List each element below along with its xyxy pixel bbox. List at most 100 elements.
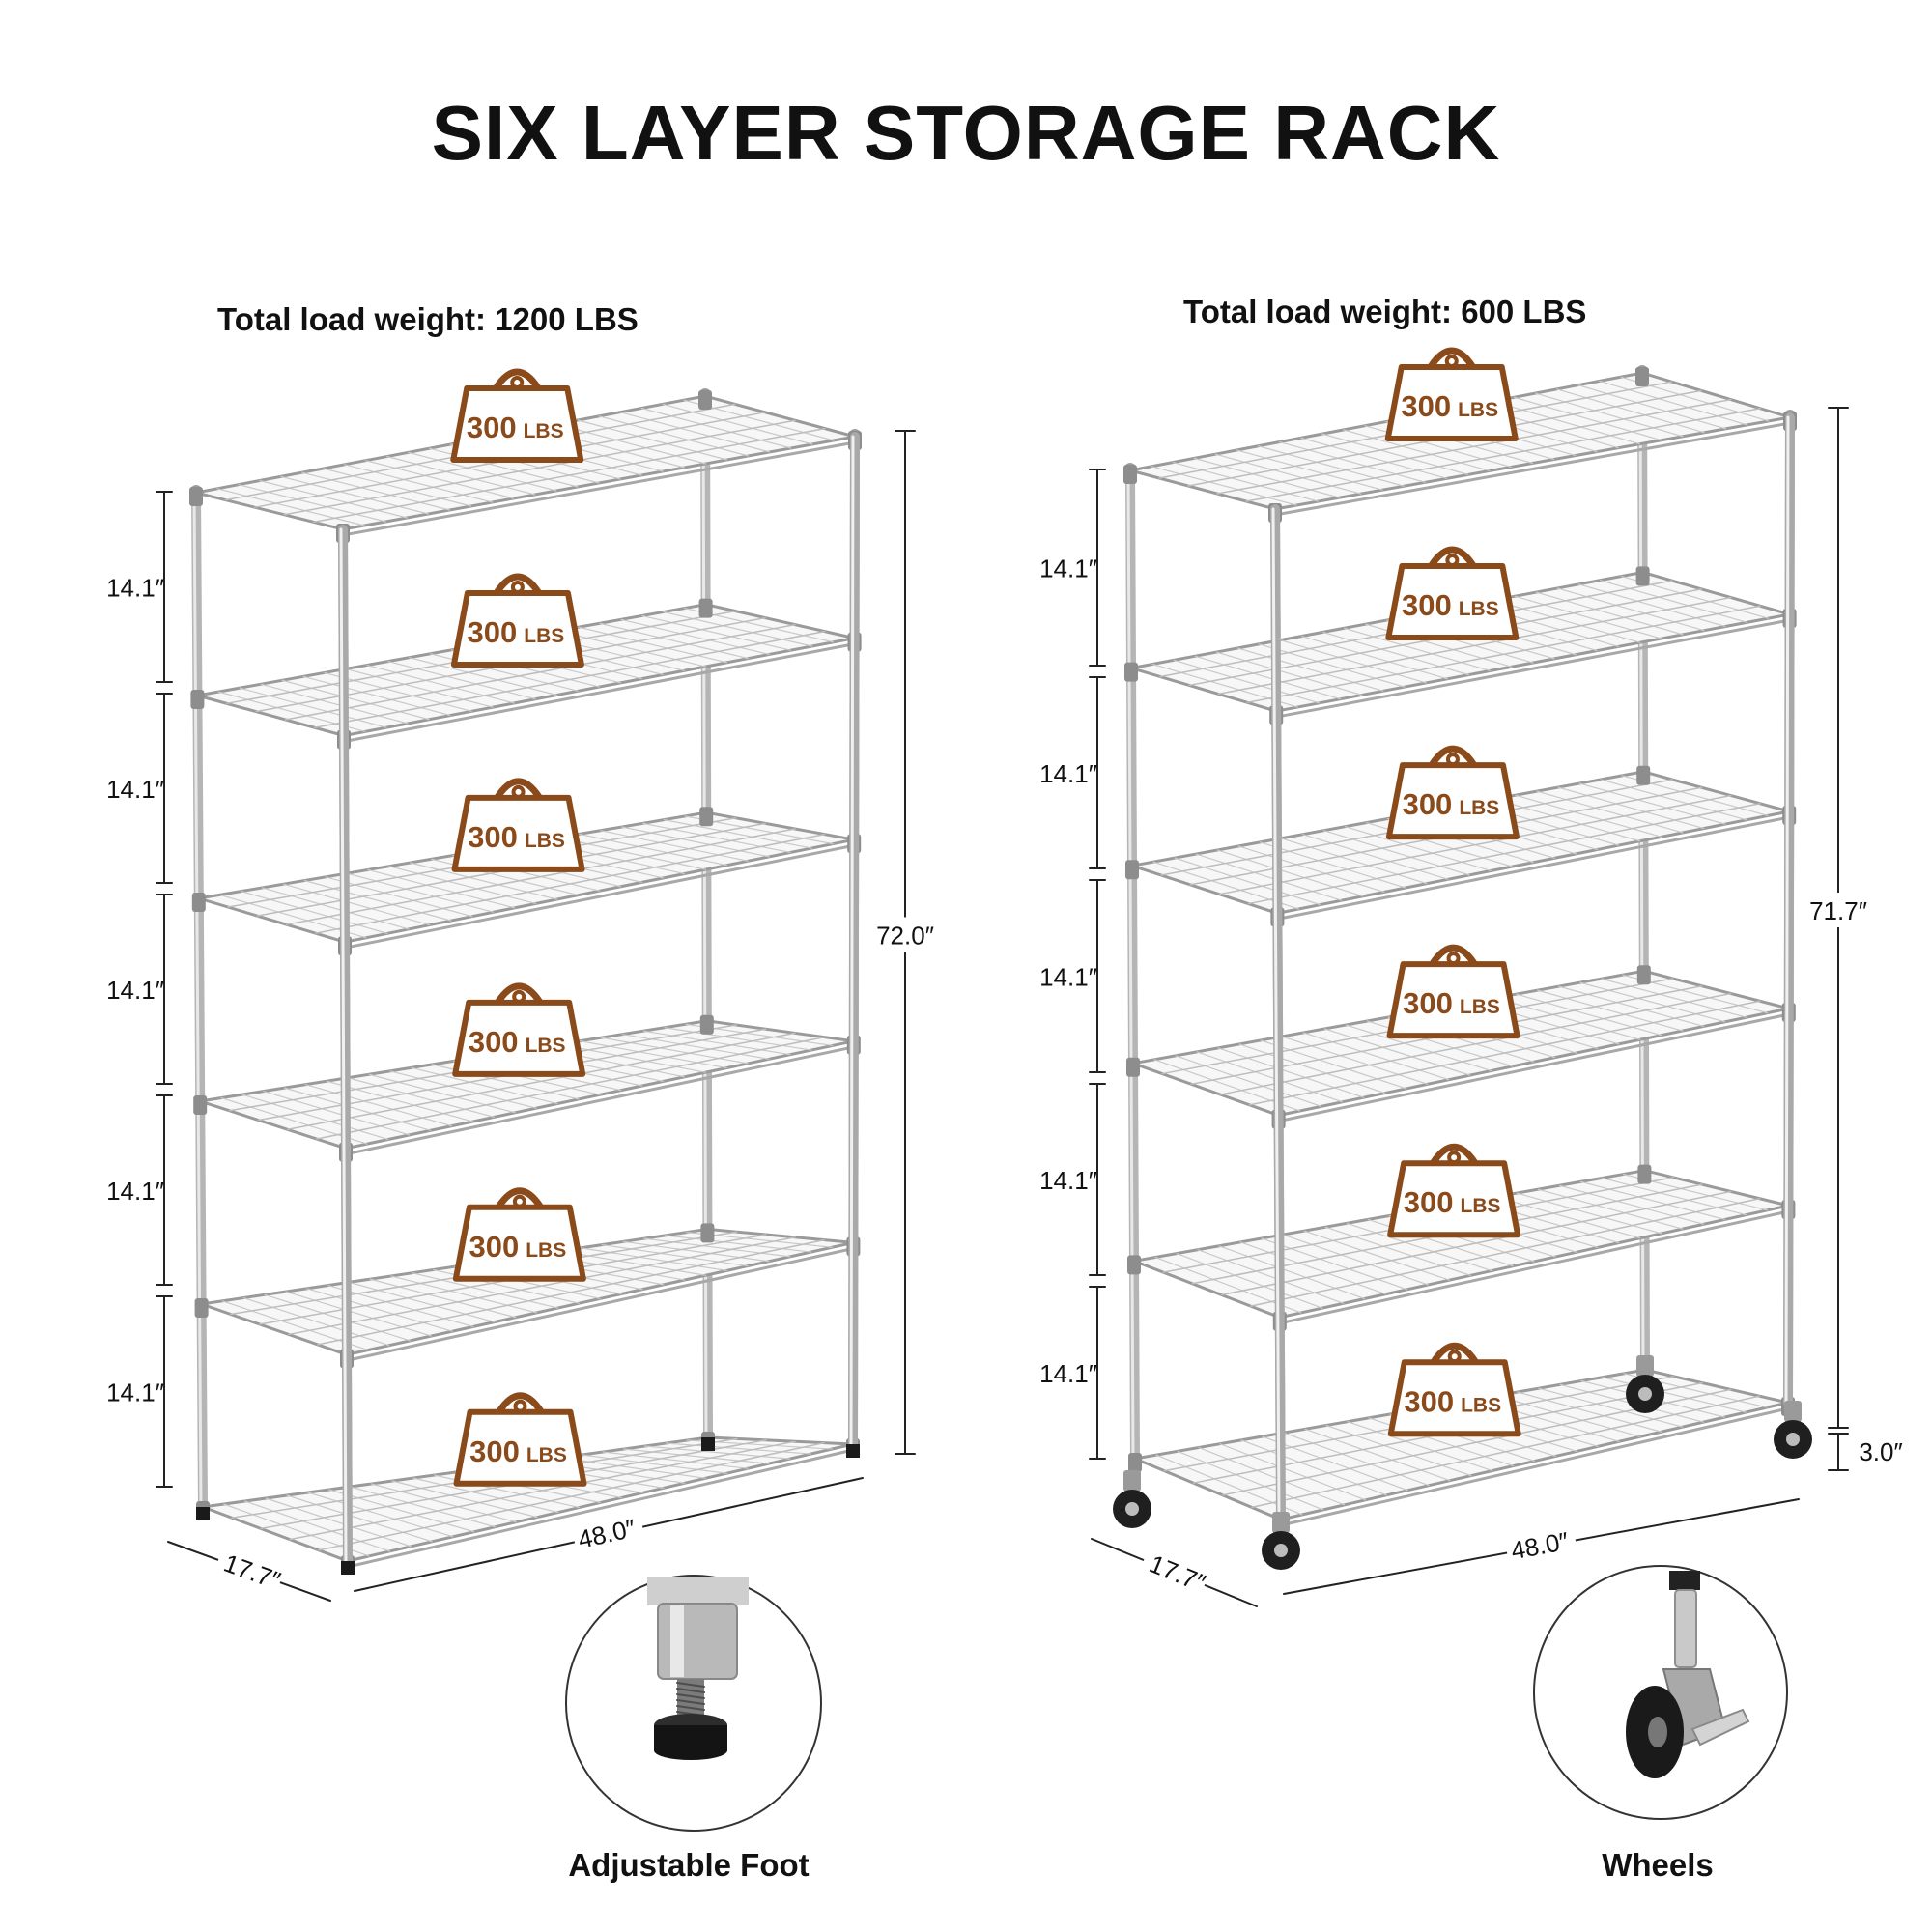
shelf-wire [242, 1296, 390, 1347]
front-post-highlight-fl [339, 527, 348, 1563]
shelf-front-lip [1277, 1012, 1791, 1123]
adjustable-foot-caption: Adjustable Foot [568, 1847, 810, 1883]
post-highlight-bl [192, 491, 203, 1509]
shelf-2 [1124, 566, 1797, 725]
post-collar [1123, 465, 1137, 484]
height-label-bg [872, 917, 938, 952]
weight-badge-body [452, 1204, 586, 1282]
caster-hub-icon [1648, 1717, 1667, 1747]
shelf-support-wire [1246, 605, 1761, 704]
shelf-wire [642, 1030, 791, 1056]
depth-label-bg [213, 1540, 288, 1594]
weight-badge-body [1384, 364, 1519, 441]
shelf-front-lip [1278, 1209, 1790, 1325]
shelf-wire [286, 1494, 433, 1543]
wheels-caption: Wheels [1602, 1847, 1714, 1883]
shelf-wire [216, 488, 365, 526]
shelf-wire [641, 822, 791, 854]
shelf-wire [1278, 440, 1427, 483]
front-post-fl [338, 525, 353, 1566]
shelf-wire [640, 407, 792, 449]
shelf-wire [1492, 400, 1641, 445]
shelf-support-wire [1217, 596, 1732, 696]
shelf-wire [580, 1039, 727, 1069]
shelf-wire [264, 1293, 412, 1342]
shelf-wire [304, 1084, 453, 1127]
shelf-support-wire [1247, 803, 1761, 905]
shelf-wire [1344, 826, 1492, 872]
shelf-wire [238, 484, 386, 523]
shelf-wire [1304, 1428, 1451, 1482]
shelf-support-wire [316, 1036, 826, 1140]
kettlebell-handle-icon [495, 1187, 544, 1209]
shelf-wire [243, 1500, 391, 1552]
weight-badge-body [1387, 1160, 1521, 1238]
shelf-wire [1240, 1439, 1387, 1496]
shelf-wire [1279, 639, 1427, 684]
shelf-wire [242, 1094, 389, 1141]
shelf-wire [1300, 437, 1448, 479]
shelf-wire [261, 887, 410, 930]
shelf-front-lip [1274, 618, 1792, 719]
shelf-wire [366, 664, 515, 704]
shelf-wire [663, 818, 812, 849]
shelf-wire [662, 403, 813, 445]
shelf-wire [664, 1027, 812, 1051]
shelf-wire [1495, 1395, 1641, 1437]
shelf-wire [1236, 449, 1383, 491]
shelf-wire [346, 872, 495, 913]
shelf-support-wire [1219, 992, 1732, 1095]
weight-badge-body [452, 999, 586, 1077]
shelf-wire [1262, 1435, 1408, 1492]
shelf-gap-label: 14.1″ [106, 574, 164, 603]
shelf-wire [1577, 384, 1726, 430]
rack-foot-load-heading: Total load weight: 1200 LBS [217, 301, 639, 337]
rack-wheels-load-heading: Total load weight: 600 LBS [1183, 294, 1587, 329]
kettlebell-handle-icon [1430, 1342, 1479, 1365]
shelf-wire [1283, 1432, 1430, 1487]
shelf-wire [1303, 1230, 1450, 1281]
shelf-wire [1322, 830, 1470, 876]
shelf-wire [1602, 1377, 1747, 1413]
shelf-wire [1237, 845, 1385, 894]
shelf-wire [1214, 453, 1362, 495]
shelf-front-lip [1279, 1406, 1790, 1527]
kettlebell-handle-icon [1429, 944, 1478, 967]
shelf-wire [663, 611, 813, 647]
kettlebell-handle-icon [1428, 546, 1477, 569]
shelf-wire [598, 415, 750, 457]
shelf-wire [1536, 790, 1684, 834]
shelf-wire [280, 475, 429, 515]
shelf-front-lip [341, 440, 857, 537]
post-collar [191, 893, 206, 912]
shelf-wire [349, 1486, 497, 1528]
shelf-support-wire [313, 630, 826, 729]
weight-badge-body [1385, 563, 1520, 641]
shelf-wire [1345, 1024, 1492, 1072]
shelf-wire [347, 1077, 495, 1119]
caster-wheel-icon [1774, 1401, 1812, 1459]
shelf-support-wire [289, 1440, 796, 1541]
shelf-wire [1493, 997, 1641, 1040]
foot-pad-bottom [654, 1741, 727, 1760]
shelf-wire [1516, 1192, 1662, 1235]
shelf-wire [265, 1497, 412, 1548]
shelf-wire [260, 683, 409, 724]
shelf-wire [1577, 583, 1726, 628]
shelf-wire [263, 1090, 411, 1136]
shelf-wire [1216, 849, 1364, 897]
shelf-5 [1127, 1164, 1796, 1331]
shelf-support-wire [1216, 398, 1732, 495]
shelf-wire [1198, 1446, 1346, 1506]
shelf-wire [365, 460, 515, 499]
